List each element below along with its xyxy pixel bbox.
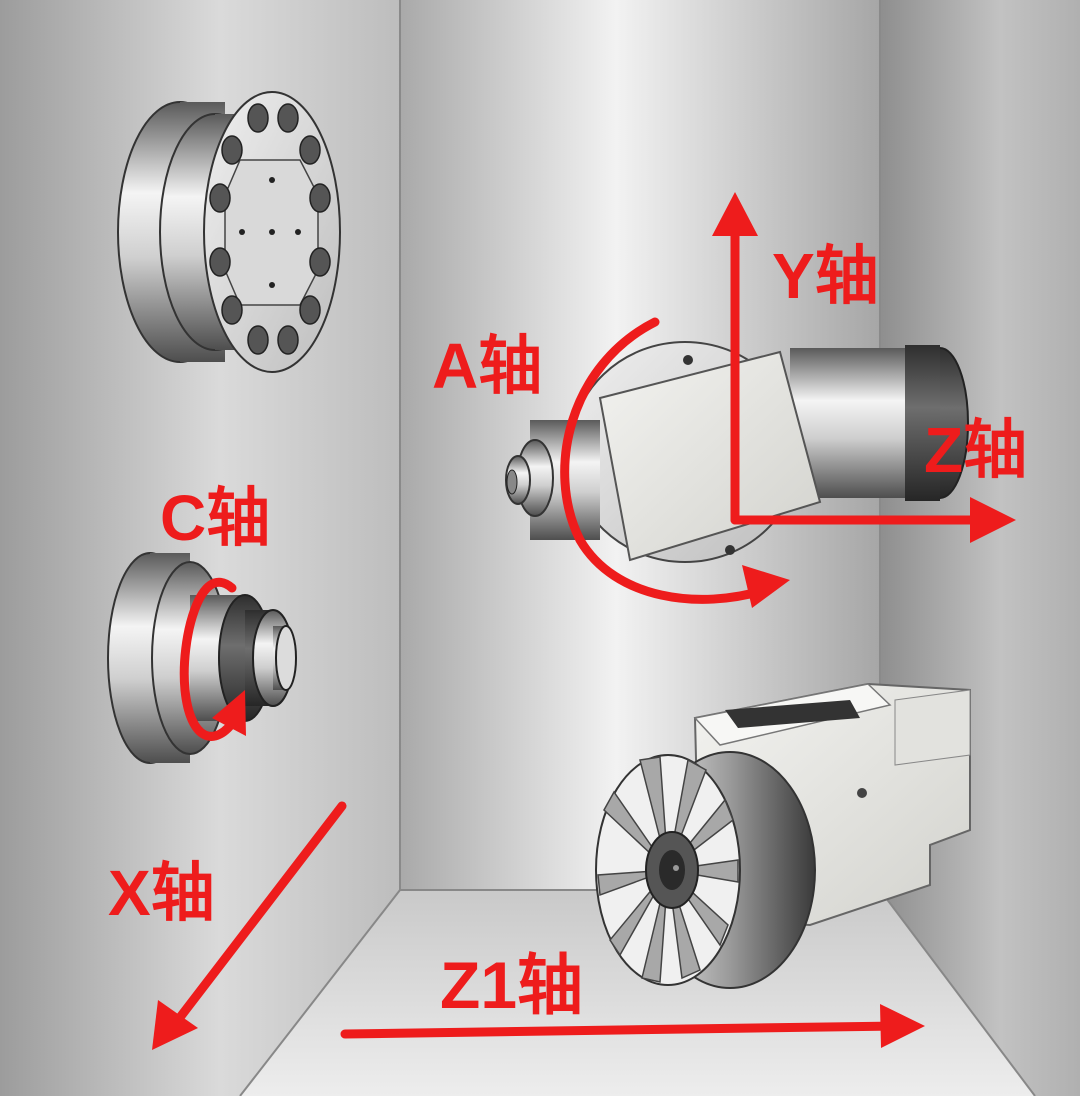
c-axis-rotation-arrow [179, 577, 241, 741]
x-arrow-head [152, 1000, 198, 1050]
floor [240, 890, 1035, 1096]
tool-turret-icon [595, 682, 971, 989]
x-axis-label: X轴 [108, 857, 215, 929]
z1-axis-label: Z1轴 [440, 948, 583, 1022]
a-arrow-head [742, 565, 790, 608]
a-axis-label: A轴 [432, 330, 542, 402]
a-axis-rotation-arrow [560, 317, 770, 604]
z-axis-label: Z轴 [924, 414, 1027, 486]
y-axis-label: Y轴 [772, 240, 879, 312]
z1-axis-arrow [340, 1021, 900, 1039]
y-arrow-head [712, 192, 758, 236]
z1-arrow-head [880, 1004, 925, 1048]
axis-arrows [173, 223, 990, 1039]
sub-spindle-icon [107, 552, 297, 764]
z-arrow-head [970, 497, 1016, 543]
x-axis-arrow [173, 801, 347, 1025]
c-axis-label: C轴 [160, 482, 270, 554]
c-arrow-head [212, 690, 246, 736]
arrow-heads [152, 192, 1016, 1050]
large-chuck-icon [117, 91, 341, 373]
